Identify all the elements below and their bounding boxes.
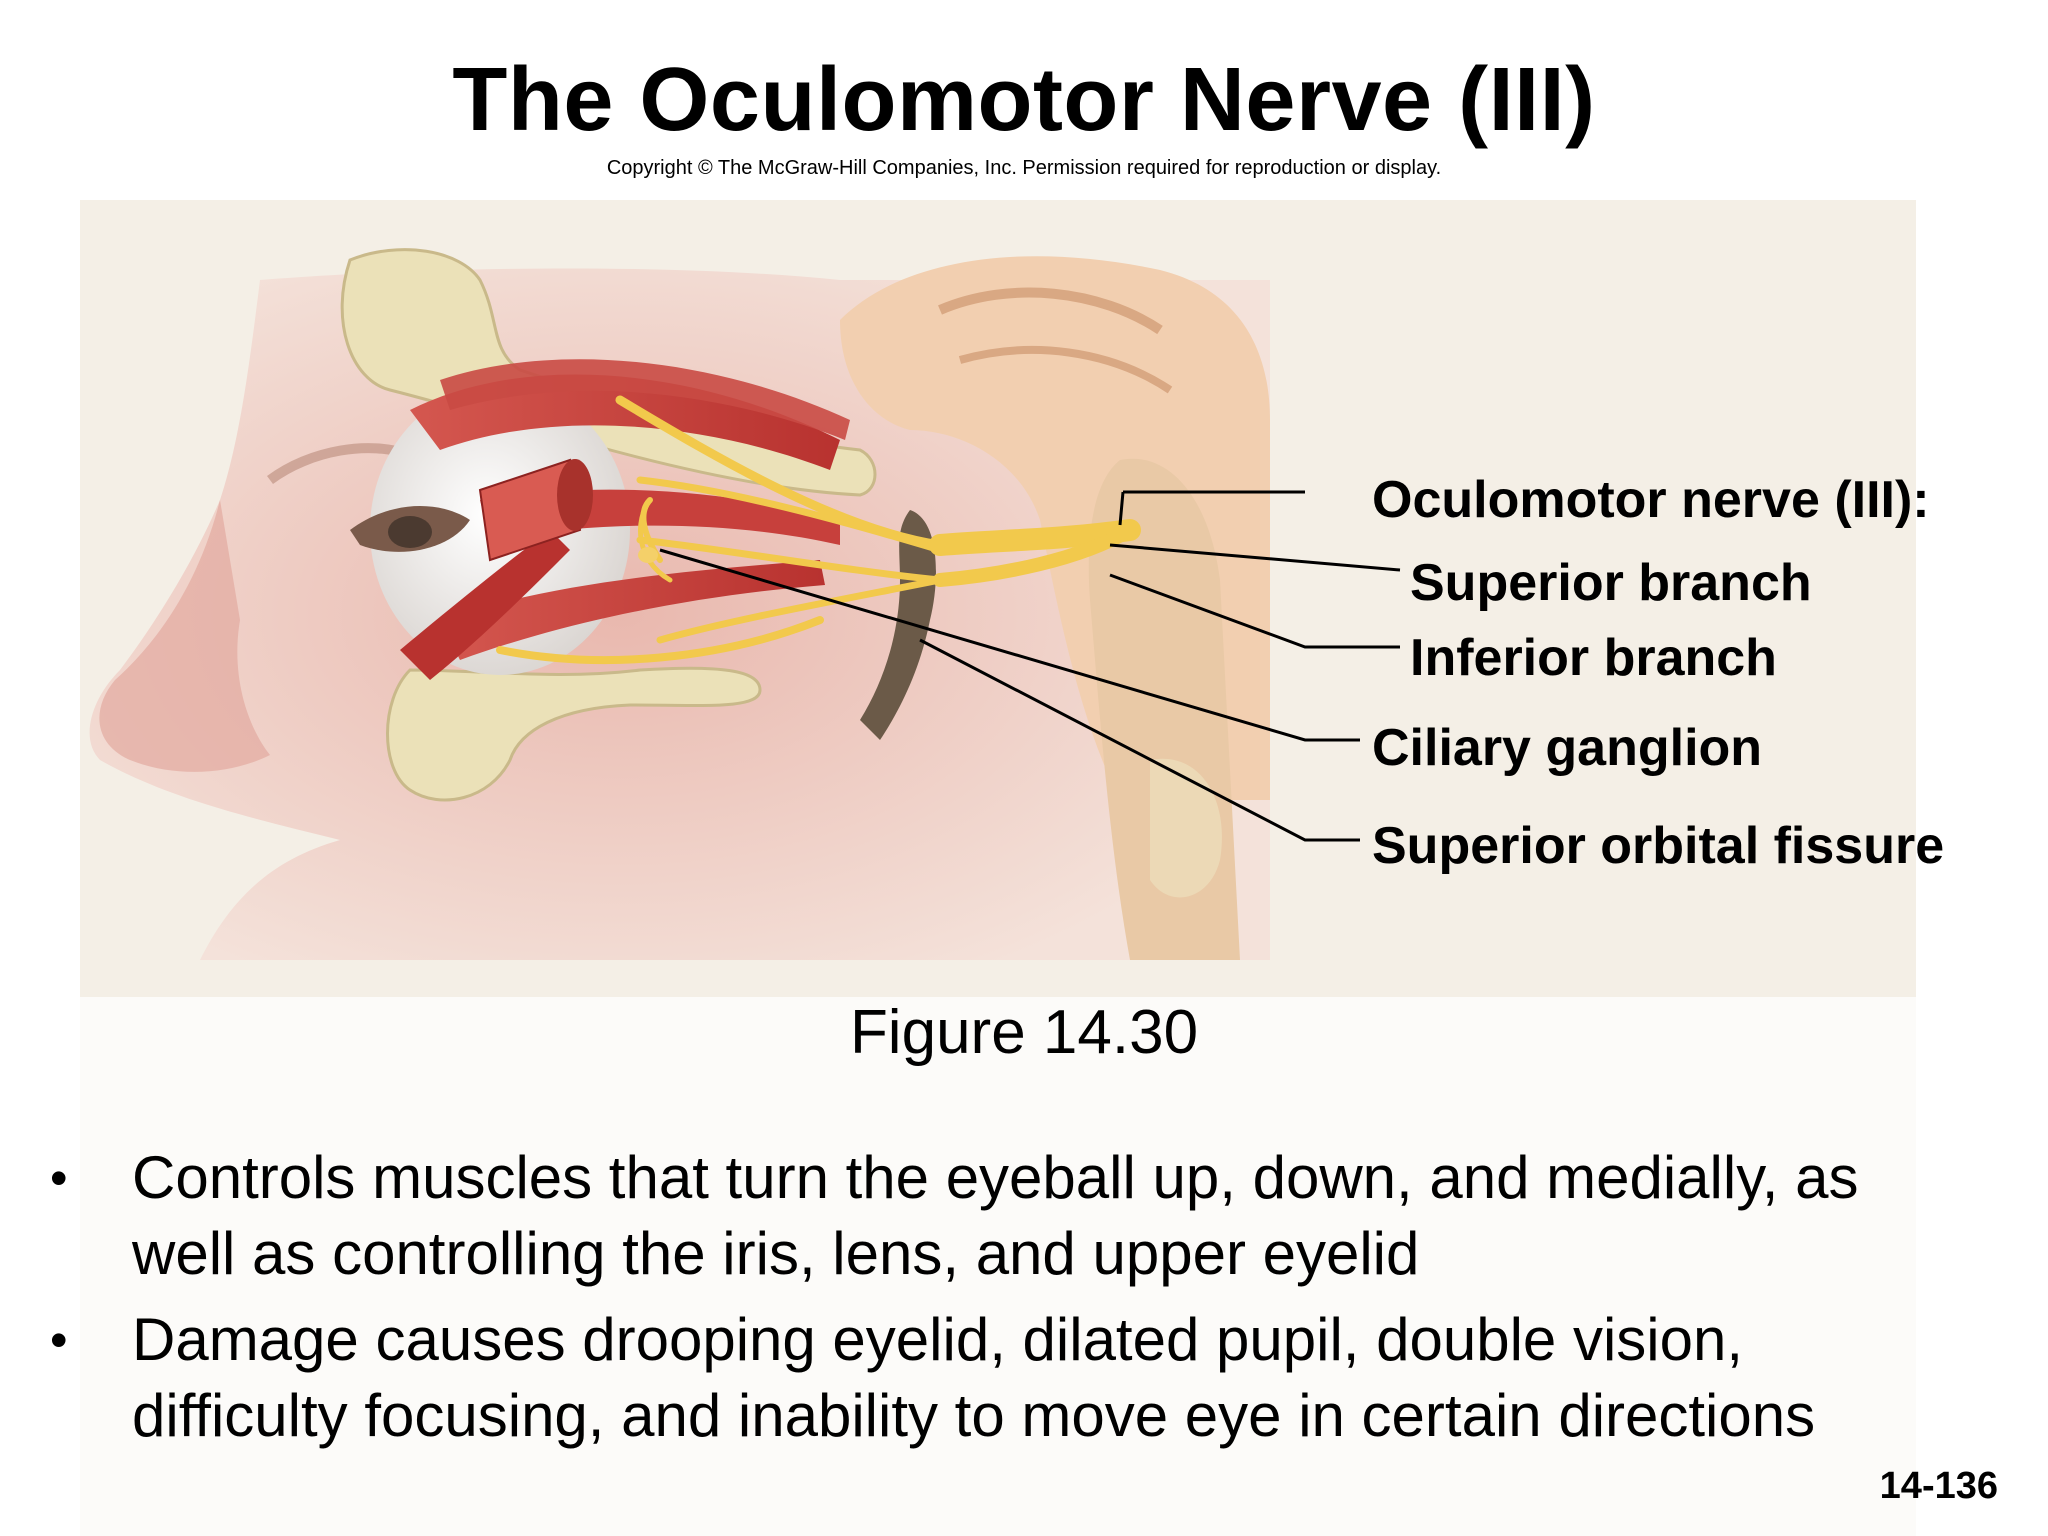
bullet-icon: • <box>50 1312 68 1368</box>
label-oculomotor-nerve: Oculomotor nerve (III): <box>1372 471 1930 529</box>
leader-lines <box>659 490 1401 842</box>
figure-panel: Oculomotor nerve (III): Superior branch … <box>80 200 1944 997</box>
oculomotor-nerve-illustration <box>89 248 1401 960</box>
bullet-item: • Damage causes drooping eyelid, dilated… <box>50 1302 1950 1454</box>
bullet-text: Controls muscles that turn the eyeball u… <box>132 1144 1859 1287</box>
ciliary-ganglion-node <box>638 547 658 563</box>
label-superior-orbital-fissure: Superior orbital fissure <box>1372 817 1945 875</box>
bullet-text: Damage causes drooping eyelid, dilated p… <box>132 1306 1816 1449</box>
page-number: 14-136 <box>1879 1465 1998 1507</box>
cut-muscle-end <box>557 459 593 531</box>
inferior-rectus-muscle <box>440 560 825 660</box>
label-ciliary-ganglion: Ciliary ganglion <box>1372 719 1763 777</box>
bullet-icon: • <box>50 1150 68 1206</box>
iris <box>388 516 432 548</box>
figure-caption: Figure 14.30 <box>849 998 1199 1067</box>
levator-muscle <box>440 359 850 440</box>
bullet-item: • Controls muscles that turn the eyeball… <box>50 1140 1950 1292</box>
inferior-oblique-muscle <box>400 530 570 680</box>
label-superior-branch: Superior branch <box>1410 554 1812 612</box>
lower-orbital-bone <box>386 666 762 802</box>
slide-title: The Oculomotor Nerve (III) <box>452 50 1596 150</box>
label-inferior-branch: Inferior branch <box>1410 629 1777 687</box>
copyright-notice: Copyright © The McGraw-Hill Companies, I… <box>606 157 1442 179</box>
vertebrae <box>1150 758 1222 898</box>
superior-orbital-fissure <box>860 510 936 740</box>
brain-fold-2 <box>958 346 1173 394</box>
cut-muscle <box>478 458 582 562</box>
bullet-list: • Controls muscles that turn the eyeball… <box>50 1140 1950 1464</box>
nose <box>99 500 270 772</box>
brain-fold-1 <box>938 287 1163 335</box>
